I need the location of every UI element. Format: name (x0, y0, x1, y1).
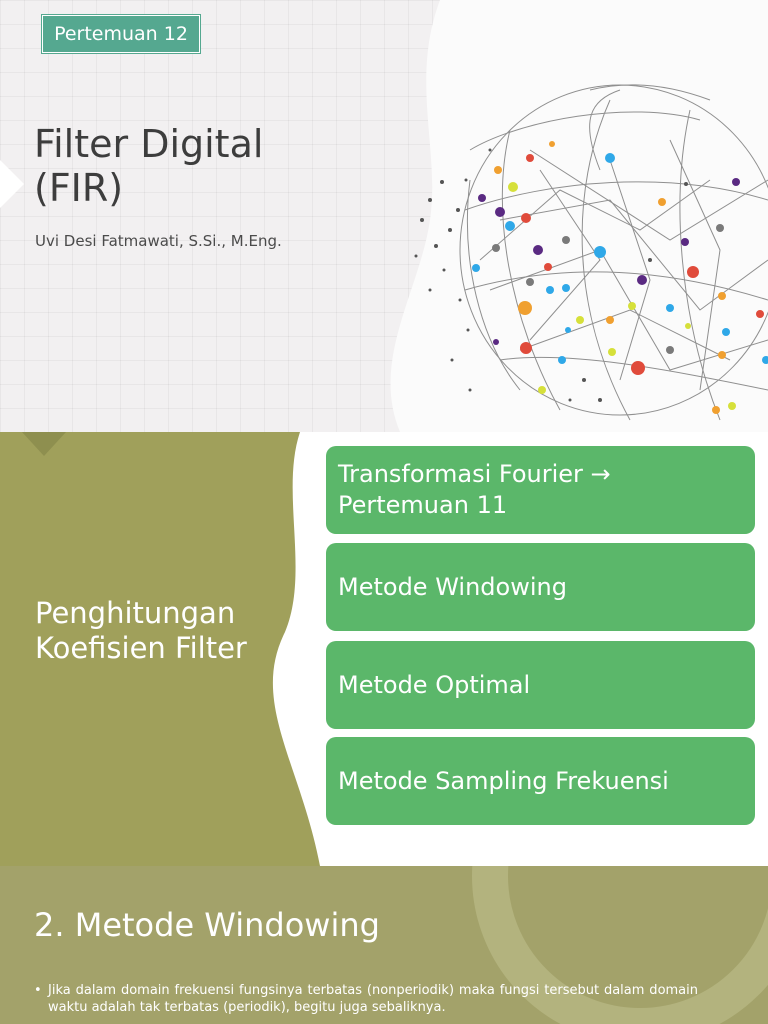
section-heading: Penghitungan Koefisien Filter (35, 596, 247, 665)
card-label: Metode Sampling Frekuensi (338, 766, 669, 795)
content-slide-methods: Penghitungan Koefisien Filter Transforma… (0, 432, 768, 866)
method-card-sampling[interactable]: Metode Sampling Frekuensi (326, 737, 755, 825)
card-label-line-2: Pertemuan 11 (338, 491, 508, 519)
bullet-text: Jika dalam domain frekuensi fungsinya te… (48, 983, 698, 1015)
title-line-1: Filter Digital (34, 122, 264, 166)
slide-title: Filter Digital (FIR) (34, 122, 394, 210)
top-notch-decoration (22, 432, 66, 456)
slide-background-curve (390, 0, 768, 432)
left-chevron-decoration (0, 160, 24, 208)
card-label: Metode Optimal (338, 670, 531, 699)
session-badge: Pertemuan 12 (41, 14, 201, 54)
author-name: Uvi Desi Fatmawati, S.Si., M.Eng. (35, 232, 282, 250)
card-label: Metode Windowing (338, 572, 567, 601)
network-globe-icon (414, 84, 768, 421)
bullet-item: • Jika dalam domain frekuensi fungsinya … (34, 982, 698, 1016)
content-slide-windowing: 2. Metode Windowing • Jika dalam domain … (0, 866, 768, 1024)
title-line-2: (FIR) (34, 166, 124, 210)
title-slide: Pertemuan 12 Filter Digital (FIR) Uvi De… (0, 0, 768, 432)
bullet-marker: • (34, 983, 42, 998)
method-card-fourier[interactable]: Transformasi Fourier → Pertemuan 11 (326, 446, 755, 534)
card-label-line-1: Transformasi Fourier → (338, 460, 611, 488)
slide-heading: 2. Metode Windowing (34, 906, 380, 944)
method-card-optimal[interactable]: Metode Optimal (326, 641, 755, 729)
ring-decoration (472, 866, 768, 1024)
method-card-windowing[interactable]: Metode Windowing (326, 543, 755, 631)
